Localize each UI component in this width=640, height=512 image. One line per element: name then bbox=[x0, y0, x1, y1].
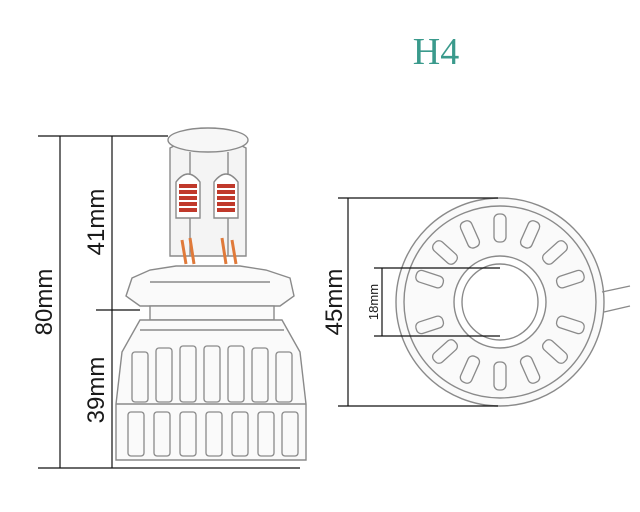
diagram-title: H4 bbox=[413, 31, 459, 73]
dim-total-height: 80mm bbox=[31, 269, 58, 336]
led-chips bbox=[179, 184, 238, 265]
dim-inner-diameter: 18mm bbox=[366, 284, 381, 320]
dim-lower-height: 39mm bbox=[83, 357, 110, 424]
dim-outer-diameter: 45mm bbox=[321, 269, 348, 336]
bottom-view-slots bbox=[415, 213, 585, 391]
dim-upper-height: 41mm bbox=[83, 189, 110, 256]
bulb-bottom-view bbox=[395, 197, 631, 407]
left-dimension-lines bbox=[38, 135, 300, 469]
heatsink-fins bbox=[127, 345, 299, 457]
right-dimension-lines bbox=[338, 197, 500, 407]
